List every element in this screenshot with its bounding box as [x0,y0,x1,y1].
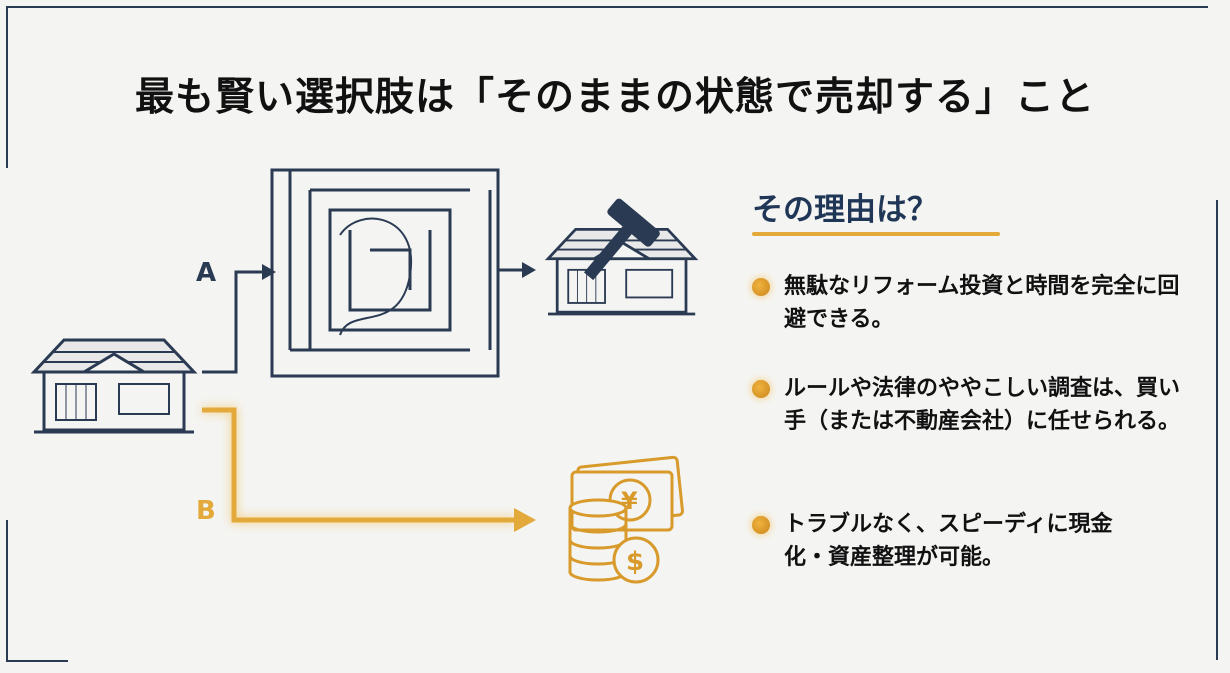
old-house-icon [32,338,196,434]
dollar-icon: $ [626,547,644,577]
arrow-b [202,407,516,523]
path-b-label: B [196,496,216,526]
bullet-dot-icon [752,380,770,398]
bullet-dot-icon [752,516,770,534]
hammer-icon [583,198,660,281]
frame-right [1216,200,1218,660]
reason-item: トラブルなく、スピーディに現金化・資産整理が可能。 [752,508,1144,574]
page-title: 最も賢い選択肢は「そのままの状態で売却する」こと [134,75,1095,120]
bullet-dot-icon [752,278,770,296]
money-coins-icon: ¥ $ [568,455,684,584]
path-a-label: A [196,258,217,288]
frame-top-left [6,6,1208,168]
reasons-heading: その理由は？ [752,192,938,228]
reason-item: 無駄なリフォーム投資と時間を完全に回避できる。 [752,270,1184,336]
arrow-a [202,270,262,374]
maze-icon [270,168,500,378]
frame-bottom-left [6,520,68,662]
reason-item: ルールや法律のややこしい調査は、買い手（または不動産会社）に任せられる。 [752,372,1184,438]
heading-underline [752,232,1000,236]
